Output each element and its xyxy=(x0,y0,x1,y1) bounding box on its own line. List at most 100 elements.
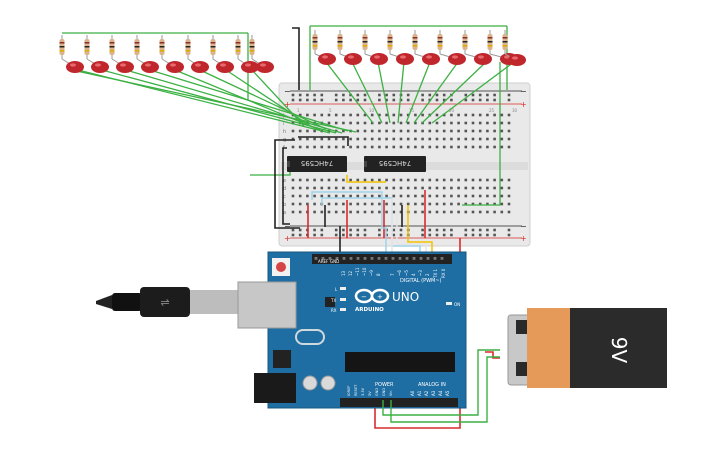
rail-hole xyxy=(486,98,489,102)
rail-hole xyxy=(435,93,439,97)
chip-notch xyxy=(287,161,290,167)
led-l-indicator xyxy=(340,287,346,290)
breadboard-hole xyxy=(356,178,360,182)
rail-hole xyxy=(406,98,410,102)
breadboard-hole xyxy=(464,202,468,206)
header-pin xyxy=(426,257,430,260)
breadboard-hole xyxy=(442,210,446,214)
breadboard-hole xyxy=(493,178,496,182)
arduino-logo-text: ARDUINO xyxy=(355,307,384,313)
led-icon xyxy=(508,54,526,66)
digital-pin-label: ~11 xyxy=(355,267,360,276)
wire-green xyxy=(199,69,327,130)
power-pin-label: Vin xyxy=(389,390,393,396)
column-number: 15 xyxy=(409,108,415,113)
breadboard-hole xyxy=(507,194,511,198)
resistor-band xyxy=(437,37,443,39)
column-number: 20 xyxy=(449,108,455,113)
usb-plug-body xyxy=(140,287,190,317)
breadboard-hole xyxy=(428,186,432,190)
chip-74hc595-right[interactable]: 74HC595 xyxy=(364,156,426,172)
breadboard-hole xyxy=(442,129,446,133)
breadboard-hole xyxy=(486,178,489,182)
breadboard-hole xyxy=(363,137,367,141)
breadboard-hole xyxy=(442,121,446,125)
rail-hole xyxy=(291,98,295,102)
battery-icon[interactable]: 9V xyxy=(507,308,667,388)
power-pin-label: IOREF xyxy=(347,386,351,396)
breadboard-hole xyxy=(392,186,396,190)
breadboard-hole xyxy=(298,129,302,133)
chip-notch xyxy=(364,161,367,167)
breadboard-hole xyxy=(392,121,396,125)
breadboard-hole xyxy=(406,113,410,117)
breadboard-hole xyxy=(363,145,367,149)
wire-green xyxy=(390,356,500,423)
breadboard-hole xyxy=(378,121,381,125)
breadboard-hole xyxy=(363,194,367,198)
power-pin-label: GND xyxy=(375,388,379,396)
rail-hole xyxy=(486,228,489,232)
resistor-band xyxy=(84,42,90,44)
led-icon xyxy=(241,61,259,73)
breadboard-hole xyxy=(464,145,468,149)
rail-label-plus-top: + xyxy=(284,100,291,109)
breadboard-hole xyxy=(421,210,424,214)
rail-hole xyxy=(464,233,468,237)
breadboard-hole xyxy=(399,178,403,182)
rail-hole xyxy=(342,228,345,232)
header-pin xyxy=(356,257,360,260)
rail-hole xyxy=(363,233,367,237)
resistor-band xyxy=(387,45,393,47)
breadboard-hole xyxy=(363,186,367,190)
breadboard-hole xyxy=(478,137,482,141)
breadboard-hole xyxy=(450,137,453,141)
chip-74hc595-left[interactable]: 74HC595 xyxy=(287,156,347,172)
breadboard-hole xyxy=(500,137,504,141)
breadboard-hole xyxy=(478,178,482,182)
header-pin xyxy=(349,257,353,260)
breadboard-hole xyxy=(392,137,396,141)
breadboard-hole xyxy=(378,178,381,182)
rail-hole xyxy=(320,98,324,102)
rail-hole xyxy=(428,233,432,237)
resistor-band xyxy=(109,42,115,44)
rail-hole xyxy=(356,233,360,237)
breadboard-hole xyxy=(421,186,424,190)
led-rx-label: RX xyxy=(331,308,337,313)
breadboard-hole xyxy=(471,210,475,214)
breadboard-hole xyxy=(428,145,432,149)
breadboard-hole xyxy=(356,137,360,141)
breadboard-hole xyxy=(421,178,424,182)
power-pin-label: 3.3V xyxy=(361,387,365,396)
rail-hole xyxy=(349,228,352,232)
wire-green xyxy=(351,61,383,124)
rail-hole xyxy=(471,228,475,232)
arduino-uno[interactable]: AREF GND 13 12 ~11 ~10 ~9 8 7 ~6 ~5 4 ~3… xyxy=(237,251,467,409)
breadboard-hole xyxy=(414,194,417,198)
resistor-band xyxy=(134,50,140,52)
header-pin xyxy=(328,257,332,260)
breadboard-hole xyxy=(327,121,331,125)
breadboard-hole xyxy=(385,186,388,190)
led-highlight xyxy=(95,63,101,67)
wire-green xyxy=(251,69,305,127)
breadboard-hole xyxy=(428,178,432,182)
breadboard-hole xyxy=(327,145,331,149)
rail-hole xyxy=(291,228,295,232)
digital-header-label: DIGITAL (PWM~) xyxy=(400,278,442,284)
resistor-band xyxy=(249,42,255,44)
breadboard-hole xyxy=(342,194,345,198)
resistor-band xyxy=(412,41,418,43)
breadboard-hole xyxy=(298,145,302,149)
rail-hole xyxy=(421,233,424,237)
breadboard-hole xyxy=(298,202,302,206)
resistor-band xyxy=(362,37,368,39)
rail-hole xyxy=(471,93,475,97)
rail-hole xyxy=(378,93,381,97)
led-icon xyxy=(448,53,466,65)
column-number: 5 xyxy=(329,108,332,113)
breadboard-holes xyxy=(291,93,511,237)
